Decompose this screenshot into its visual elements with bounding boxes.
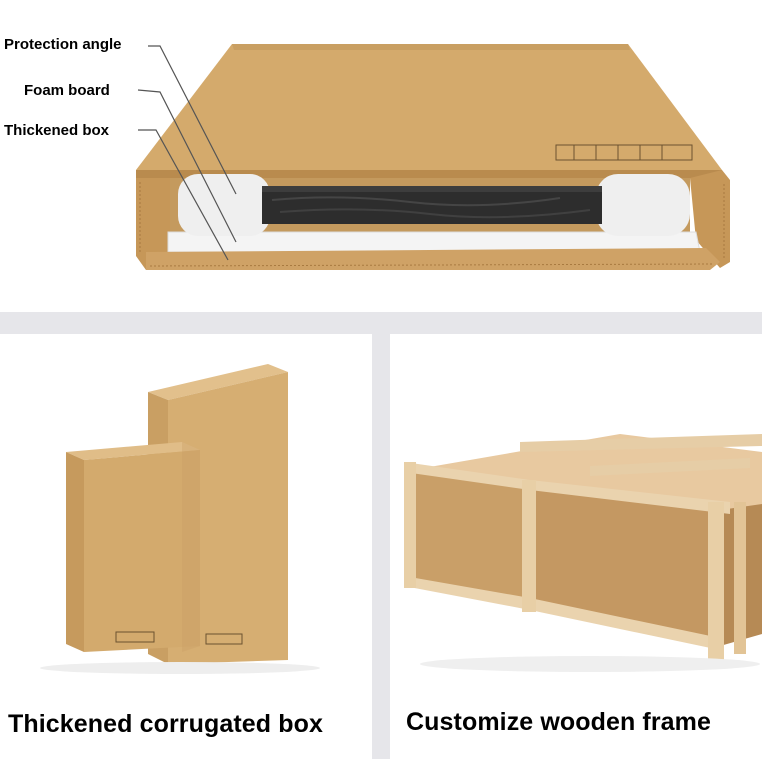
- protection-angle-left: [178, 174, 270, 236]
- box-stamp-marks: [555, 144, 693, 161]
- frame-top-rail-back: [520, 434, 762, 452]
- leader-line-protection-angle: [148, 45, 237, 195]
- corrugated-boxes-illustration: [40, 364, 320, 674]
- label-thickened-box: Thickened box: [4, 122, 110, 139]
- crate-front-panel-right: [534, 488, 720, 646]
- short-box-stamp: [115, 631, 155, 643]
- top-panel-packaging-cross-section: Protection angle Foam board Thickened bo…: [0, 0, 762, 312]
- frame-bottom-rail-right: [530, 598, 720, 650]
- frame-post-left: [404, 462, 416, 588]
- box-bottom: [146, 248, 720, 270]
- tall-box-stamp: [205, 633, 243, 645]
- vertical-divider: [372, 334, 390, 759]
- crate-front-panel-left: [412, 470, 530, 604]
- crate-top-board: [412, 434, 762, 512]
- caption-customize-wooden-frame: Customize wooden frame: [406, 708, 712, 736]
- packaging-cross-section-illustration: [136, 44, 730, 270]
- wooden-frame-illustration: [404, 434, 762, 672]
- frame-post-far-right: [734, 502, 746, 654]
- protection-angle-right: [596, 174, 690, 236]
- frame-post-right: [708, 502, 724, 662]
- box-lid: [136, 44, 722, 170]
- left-panel-corrugated-box: Thickened corrugated box: [0, 334, 372, 759]
- leader-line-thickened-box: [138, 129, 229, 261]
- short-box-face: [84, 450, 200, 652]
- frame-post-middle: [522, 480, 536, 612]
- label-protection-angle: Protection angle: [4, 36, 122, 53]
- frame-top-rail-right: [530, 480, 730, 514]
- leader-line-foam-board: [137, 89, 237, 243]
- caption-thickened-corrugated-box: Thickened corrugated box: [8, 710, 323, 738]
- short-box-top: [66, 442, 200, 460]
- frame-bottom-rail-front: [404, 576, 530, 610]
- box-left-wall: [136, 178, 170, 270]
- horizontal-divider: [0, 312, 762, 334]
- label-foam-board: Foam board: [24, 82, 110, 99]
- tall-box-top: [148, 364, 288, 400]
- right-panel-wooden-frame: Customize wooden frame: [390, 334, 762, 759]
- box-lid-edge: [136, 170, 722, 178]
- box-right-wall: [690, 170, 730, 268]
- frame-top-rail-front: [404, 462, 530, 490]
- short-box-side: [66, 452, 84, 652]
- frame-cross-rail: [590, 458, 750, 476]
